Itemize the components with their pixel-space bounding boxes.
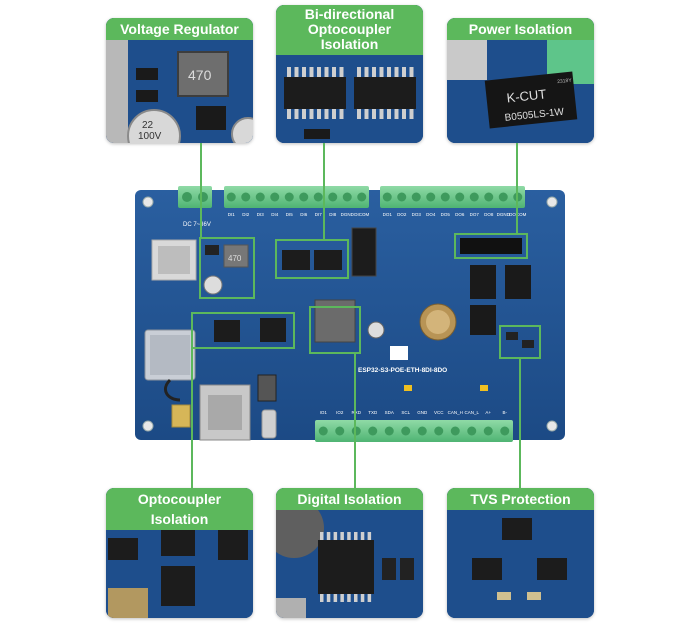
pin-label: DI3 [257, 212, 265, 217]
optocoupler-isolation-highlight [191, 312, 295, 349]
top-terminals-do [380, 186, 525, 208]
pin-label: DO1 [383, 212, 393, 217]
pin-label: SDA [385, 410, 394, 415]
pin-label: DO8 [484, 212, 494, 217]
pin-label: IO1 [320, 410, 328, 415]
callout-tvs-protection: TVS Protection [447, 488, 594, 618]
pin-label: DICOM [354, 212, 369, 217]
pin-label: TXD [368, 410, 378, 415]
usb-port-icon [257, 374, 277, 402]
pin-label: DI4 [271, 212, 279, 217]
digital-isolation-highlight [309, 306, 361, 354]
callout-power-isolation: K-CUT B0505LS-1W 2318Y Power Isolation [447, 18, 594, 143]
inductor-mark: 470 [228, 254, 242, 263]
mount-hole-icon [546, 196, 558, 208]
bottom-terminals [315, 420, 513, 442]
cap-mark-1: 22 [142, 120, 154, 131]
pin-label: DO5 [441, 212, 451, 217]
callout-label-line2: Optocoupler Isolation [307, 21, 392, 52]
callout-label: Digital Isolation [276, 488, 423, 510]
callout-label: Voltage Regulator [106, 18, 253, 40]
pin-label: RXD [351, 410, 361, 415]
pin-label: DI8 [329, 212, 337, 217]
callout-optocoupler-isolation: Optocoupler Isolation [106, 488, 253, 618]
cap-mark-2: 100V [138, 131, 162, 142]
pin-label: DO6 [455, 212, 465, 217]
pin-label: DOCOM [509, 212, 527, 217]
callout-label: TVS Protection [447, 488, 594, 510]
pin-label: DI2 [242, 212, 250, 217]
pin-label: DI1 [228, 212, 236, 217]
kcut-date: 2318Y [557, 78, 573, 86]
inductor-chip [223, 244, 249, 268]
pin-label: GND [417, 410, 428, 415]
waveshare-logo-icon [390, 346, 408, 360]
power-isolation-highlight [454, 233, 528, 259]
board-model: ESP32-S3-POE-ETH-8DI-8DO [358, 367, 447, 374]
pin-label: DI7 [315, 212, 323, 217]
mount-hole-icon [142, 420, 154, 432]
callout-label: Optocoupler Isolation [106, 488, 253, 530]
callout-digital-isolation: Digital Isolation [276, 488, 423, 618]
pin-label: DGND [497, 212, 511, 217]
pin-label: DO7 [470, 212, 480, 217]
pin-label: DI6 [300, 212, 308, 217]
voltage-regulator-highlight [199, 237, 255, 299]
dc-label: DC 7~36V [183, 222, 211, 228]
bidirectional-opto-highlight [275, 239, 349, 279]
top-terminals-di [224, 186, 369, 208]
top-terminals-dc [178, 186, 212, 208]
pin-label: DI5 [286, 212, 294, 217]
pin-label: DO2 [397, 212, 407, 217]
kcut-brand: K-CUT [506, 86, 547, 105]
pin-label: CAN_H [448, 410, 463, 415]
callout-bidirectional-optocoupler: Bi-directional Optocoupler Isolation [276, 5, 423, 143]
pin-label: IO2 [336, 410, 344, 415]
antenna-connector-icon [171, 404, 191, 428]
callout-label-line1: Bi-directional [304, 6, 395, 22]
pin-label: DO4 [426, 212, 436, 217]
callout-label: Power Isolation [447, 18, 594, 40]
callout-voltage-regulator: 470 22 100V Voltage Regulator [106, 18, 253, 143]
mount-hole-icon [546, 420, 558, 432]
pin-label: DO3 [412, 212, 422, 217]
pin-label: B- [503, 410, 508, 415]
pin-label: DGND [341, 212, 355, 217]
pin-label: VCC [434, 410, 444, 415]
pin-label: A+ [485, 410, 491, 415]
inductor-zoom-mark: 470 [188, 67, 212, 83]
callout-label: Bi-directional Optocoupler Isolation [276, 5, 423, 55]
pin-label: SCL [401, 410, 410, 415]
pin-label: CAN_L [464, 410, 479, 415]
mount-hole-icon [142, 196, 154, 208]
